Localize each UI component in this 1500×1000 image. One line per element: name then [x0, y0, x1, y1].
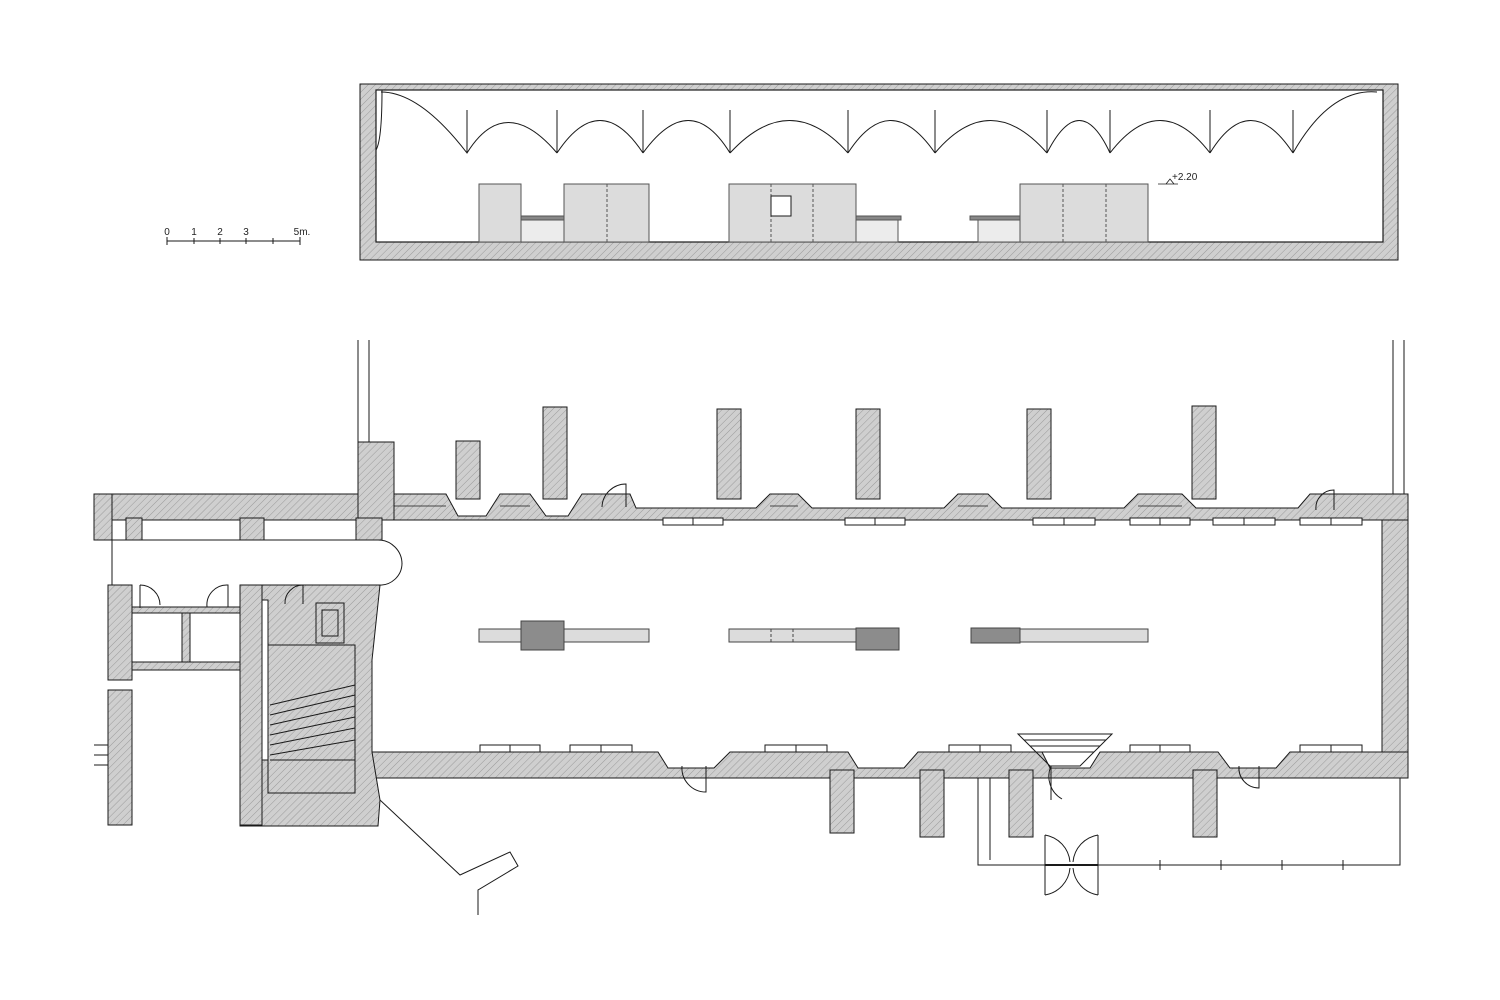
scale-label-1: 1 [191, 227, 197, 238]
scale-label-5m: 5m. [294, 227, 311, 238]
scale-label-3: 3 [243, 227, 249, 238]
section-display-module-3 [969, 183, 1149, 243]
wall-cases [479, 517, 1363, 753]
section-display-module-2 [728, 183, 902, 243]
plan-display-panels [478, 620, 1149, 651]
doors [139, 483, 1335, 896]
floor-plan [93, 340, 1409, 915]
scale-label-2: 2 [217, 227, 223, 238]
section-display-module-1 [478, 183, 650, 243]
level-mark-text: +2.20 [1172, 172, 1198, 183]
scale-label-0: 0 [164, 227, 170, 238]
level-mark: +2.20 [1158, 172, 1198, 185]
scale-bar: 0 1 2 3 5m. [164, 227, 310, 245]
vault-arches [375, 89, 1378, 154]
longitudinal-section: +2.20 [359, 83, 1399, 261]
plan-walls [93, 405, 1409, 838]
